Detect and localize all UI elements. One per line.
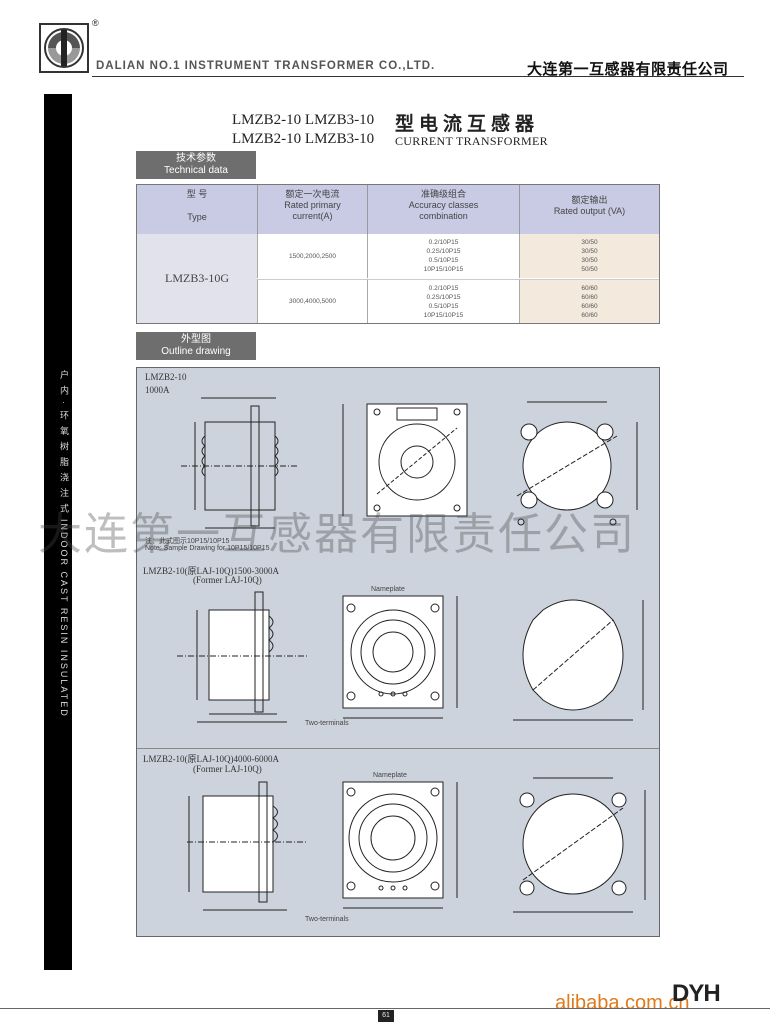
title-product-cn: 型电流互感器 — [395, 114, 540, 135]
header-current-en: Rated primary current(A) — [284, 200, 341, 221]
header-current-cn: 额定一次电流 — [285, 189, 340, 199]
header-output: 额定输出 Rated output (VA) — [519, 185, 659, 234]
terminals-label-2: Two-terminals — [305, 720, 349, 727]
base-view-drawing-3 — [513, 777, 646, 913]
page-number: 61 — [378, 1010, 394, 1022]
table-cell-type: LMZB3-10G — [137, 234, 257, 323]
header-output-cn: 额定输出 — [571, 195, 608, 205]
accuracy-value: 10P15/10P15 — [423, 266, 464, 273]
accuracy-value: 0.5/10P15 — [428, 257, 459, 264]
accuracy-value: 0.2/10P15 — [428, 239, 459, 246]
section-tab-technical: 技术参数 Technical data — [136, 151, 256, 179]
section-tab-technical-cn: 技术参数 — [176, 153, 216, 164]
output-value: 30/50 — [581, 248, 598, 255]
table-cell-current: 3000,4000,5000 — [257, 279, 367, 323]
footer-site: alibaba.com.cn — [555, 992, 690, 1014]
table-cell-accuracy: 0.2/10P15 0.2S/10P15 0.5/10P15 10P15/10P… — [367, 279, 519, 323]
outline-drawing-panel: LMZB2-10 1000A 注：此式图示10P15/10P15 Note: S… — [136, 367, 660, 937]
panel-divider — [137, 748, 659, 749]
output-value: 60/60 — [581, 285, 598, 292]
output-value: 60/60 — [581, 312, 598, 319]
title-models-2: LMZB2-10 LMZB3-10 — [232, 131, 375, 147]
drawing-label-3b: (Former LAJ-10Q) — [193, 764, 262, 774]
front-view-drawing-1 — [342, 403, 468, 517]
header-accuracy-en: Accuracy classes combination — [408, 200, 479, 221]
drawing-note-1: 注：此式图示10P15/10P15 — [145, 538, 230, 545]
side-view-drawing-1 — [181, 397, 299, 529]
registered-mark: ® — [92, 18, 99, 28]
company-name-cn: 大连第一互感器有限责任公司 — [527, 61, 729, 78]
side-view-drawing-2 — [177, 591, 307, 723]
header-type-cn: 型 号 — [186, 189, 208, 199]
terminals-label-3: Two-terminals — [305, 916, 349, 923]
drawing-label-3: LMZB2-10(原LAJ-10Q)4000-6000A — [143, 754, 279, 764]
header-divider — [92, 76, 744, 77]
nameplate-label-3: Nameplate — [373, 772, 407, 779]
table-cell-output: 30/50 30/50 30/50 50/50 — [519, 234, 659, 278]
side-bar — [44, 94, 72, 970]
company-logo-icon — [39, 23, 89, 73]
section-tab-outline-en: Outline drawing — [161, 346, 231, 357]
drawing-label-2b: (Former LAJ-10Q) — [193, 575, 262, 585]
title-models-1: LMZB2-10 LMZB3-10 — [232, 112, 375, 128]
drawing-label-1b: 1000A — [145, 385, 170, 395]
table-cell-output: 60/60 60/60 60/60 60/60 — [519, 279, 659, 323]
header-accuracy: 准确级组合 Accuracy classes combination — [367, 185, 519, 234]
table-cell-current: 1500,2000,2500 — [257, 234, 367, 278]
header-accuracy-cn: 准确级组合 — [420, 189, 466, 199]
header-type: 型 号 Type — [137, 185, 257, 234]
drawing-label-2: LMZB2-10(原LAJ-10Q)1500-3000A — [143, 566, 279, 576]
watermark-text: 大连第一互感器有限责任公司 — [38, 509, 636, 560]
accuracy-value: 0.5/10P15 — [428, 303, 459, 310]
header-current: 额定一次电流 Rated primary current(A) — [257, 185, 367, 234]
base-view-drawing-2 — [513, 599, 644, 721]
header-output-en: Rated output (VA) — [553, 206, 626, 216]
side-bar-text: 户 内 · 环 氧 树 脂 浇 注 式 INDOOR CAST RESIN IN… — [59, 370, 69, 718]
base-view-drawing-1 — [516, 401, 638, 526]
footer-divider — [0, 1008, 770, 1009]
footer-brand: DYH — [672, 980, 721, 1007]
technical-data-table: 型 号 Type 额定一次电流 Rated primary current(A)… — [136, 184, 660, 324]
accuracy-value: 0.2/10P15 — [428, 285, 459, 292]
accuracy-value: 0.2S/10P15 — [426, 248, 461, 255]
nameplate-label-2: Nameplate — [371, 586, 405, 593]
title-product-en: CURRENT TRANSFORMER — [395, 134, 548, 148]
accuracy-value: 0.2S/10P15 — [426, 294, 461, 301]
table-cell-accuracy: 0.2/10P15 0.2S/10P15 0.5/10P15 10P15/10P… — [367, 234, 519, 278]
output-value: 30/50 — [581, 239, 598, 246]
front-view-drawing-2 — [342, 595, 458, 719]
section-tab-technical-en: Technical data — [164, 165, 228, 176]
section-tab-outline: 外型图 Outline drawing — [136, 332, 256, 360]
drawing-label-1: LMZB2-10 — [145, 372, 187, 382]
accuracy-value: 10P15/10P15 — [423, 312, 464, 319]
side-view-drawing-3 — [187, 781, 307, 911]
output-value: 30/50 — [581, 257, 598, 264]
output-value: 60/60 — [581, 303, 598, 310]
front-view-drawing-3 — [342, 781, 458, 909]
output-value: 60/60 — [581, 294, 598, 301]
header-type-en: Type — [187, 212, 207, 222]
company-name-en: DALIAN NO.1 INSTRUMENT TRANSFORMER CO.,L… — [96, 60, 436, 72]
section-tab-outline-cn: 外型图 — [181, 334, 211, 345]
drawing-note-1-en: Note: Sample Drawing for 10P15/10P15 — [145, 545, 270, 552]
output-value: 50/50 — [581, 266, 598, 273]
